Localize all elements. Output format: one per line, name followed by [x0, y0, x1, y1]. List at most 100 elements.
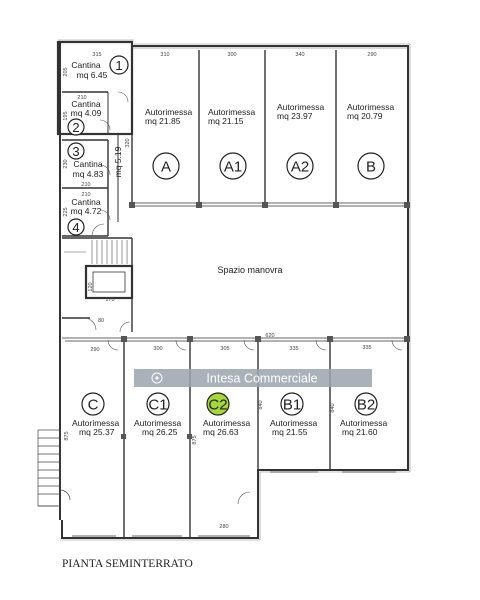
- watermark-text: Intesa Commerciale: [206, 372, 317, 386]
- cellar-4-area: mq 4.72: [71, 206, 102, 216]
- garage-b-name: Autorimessa: [347, 102, 395, 112]
- cellar-3-depth-dim: 230: [63, 159, 69, 168]
- garage-a-letter: A: [161, 159, 171, 176]
- garage-b2-depth: 840: [330, 403, 336, 412]
- garage-a-area: mq 21.85: [145, 116, 181, 126]
- watermark: Intesa Commerciale: [134, 369, 372, 387]
- garage-a-name: Autorimessa: [145, 107, 193, 117]
- cellar-4-depth-dim: 225: [63, 207, 69, 216]
- aisle-width-dim: 620: [265, 333, 274, 339]
- garage-c-name: Autorimessa: [72, 418, 120, 428]
- bottom-columns: [121, 336, 410, 439]
- stair-dimensions: 170 120 80: [88, 282, 115, 324]
- cellar-4-name: Cantina: [71, 197, 101, 207]
- cellar-2-area: mq 4.09: [71, 108, 102, 118]
- bottom-garage-widths: 290 300 305 335 335 620 280: [90, 333, 371, 530]
- stair-doors: [83, 317, 131, 333]
- garage-c2-name: Autorimessa: [203, 418, 251, 428]
- garage-c1-width: 300: [153, 346, 162, 352]
- garage-c-width: 290: [90, 347, 99, 353]
- garage-b2-width: 335: [362, 345, 371, 351]
- cellar-1-width-dim: 315: [92, 52, 101, 58]
- cellar-2-depth-dim: 195: [63, 111, 69, 120]
- bottom-door-arcs: [107, 339, 403, 505]
- cellar-2-name: Cantina: [71, 99, 101, 109]
- garage-c-circle: [81, 392, 105, 416]
- cellar-numbers: 1 2 3 4: [67, 55, 129, 236]
- garage-c2-circle: [206, 392, 230, 416]
- exterior-stair: [37, 429, 71, 507]
- garage-c2-width: 305: [220, 346, 229, 352]
- cellar-1-depth-dim: 205: [63, 67, 69, 76]
- garage-c1-letter: C1: [148, 397, 167, 414]
- garage-c2-letter: C2: [208, 397, 227, 414]
- thin-outer-lines: [58, 39, 411, 541]
- maneuver-area-label: Spazio manovra: [217, 265, 282, 275]
- garage-b1-width: 335: [289, 346, 298, 352]
- top-columns: [129, 202, 410, 208]
- cellar-1-name: Cantina: [71, 60, 101, 70]
- cellar-2-circle: [67, 118, 85, 136]
- garage-b1-name: Autorimessa: [270, 418, 318, 428]
- top-garage-labels: Autorimessa mq 21.85 Autorimessa mq 21.1…: [145, 102, 395, 126]
- top-garage-letters: A A1 A2 B: [152, 152, 385, 180]
- garage-c-area: mq 25.37: [79, 427, 115, 437]
- cellar-2-number: 2: [72, 120, 79, 135]
- cellar-4-width-dim: 210: [81, 192, 90, 198]
- garage-c2-area: mq 26.63: [203, 427, 239, 437]
- garage-b-width: 290: [367, 52, 376, 58]
- cellar-2-width-dim: 210: [77, 95, 86, 101]
- garage-b-letter: B: [366, 159, 376, 176]
- cellar-3-number: 3: [72, 144, 79, 159]
- watermark-logo-dot: [155, 376, 159, 380]
- corridor-area: mq 5.19: [113, 146, 123, 177]
- garage-a1-letter: A1: [224, 159, 242, 176]
- garage-b1-area: mq 21.55: [272, 427, 308, 437]
- cellar-1-circle: [109, 55, 129, 75]
- watermark-band: [134, 369, 372, 387]
- garage-c1-area: mq 26.25: [142, 427, 178, 437]
- garage-b1-circle: [280, 392, 304, 416]
- stair-width-dim: 170: [105, 297, 114, 303]
- garage-a2-letter: A2: [291, 159, 309, 176]
- cellar-3-circle: [67, 142, 85, 160]
- bottom-windows: [72, 471, 396, 537]
- garage-b-area: mq 20.79: [347, 111, 383, 121]
- garage-a-width: 310: [160, 52, 169, 58]
- stair-treads: [64, 240, 128, 264]
- garage-a1-area: mq 21.15: [208, 116, 244, 126]
- garage-a1-circle: [219, 152, 247, 180]
- bottom-garage-labels: Autorimessa mq 25.37 Autorimessa mq 26.2…: [72, 418, 388, 437]
- stair-landing-dim: 120: [88, 282, 94, 291]
- cellar-4-number: 4: [72, 220, 79, 235]
- garage-a2-name: Autorimessa: [277, 102, 325, 112]
- cellar-1-area: mq 6.45: [77, 70, 108, 80]
- garage-b2-name: Autorimessa: [340, 418, 388, 428]
- garage-b2-letter: B2: [357, 397, 375, 414]
- cellar-3-width-dim: 210: [81, 182, 90, 188]
- garage-a1-name: Autorimessa: [208, 107, 256, 117]
- garage-b1-letter: B1: [283, 397, 301, 414]
- cellar-4-circle: [67, 218, 85, 236]
- plan-title: PIANTA SEMINTERRATO: [62, 558, 193, 570]
- garage-c1-name: Autorimessa: [134, 418, 182, 428]
- watermark-logo-icon: [151, 372, 163, 384]
- garage-c-letter: C: [88, 397, 99, 414]
- garage-c2-depth: 875: [192, 435, 198, 444]
- cellar-labels: Cantina mq 6.45 Cantina mq 4.09 Cantina …: [71, 60, 108, 216]
- bottom-depths: 875 875 840 840: [64, 400, 336, 444]
- passage-dim: 80: [98, 318, 104, 324]
- corridor-length-dim: 320: [125, 138, 131, 147]
- garage-a2-width: 340: [295, 52, 304, 58]
- cellar-1-number: 1: [115, 58, 122, 73]
- garage-c-depth: 875: [64, 431, 70, 440]
- garage-b1-depth: 840: [258, 400, 264, 409]
- cellar-3-name: Cantina: [73, 159, 103, 169]
- top-garage-widths: 310 300 340 290: [160, 52, 376, 58]
- cellar-3-area: mq 4.83: [73, 169, 104, 179]
- cellar-doors: [91, 91, 129, 237]
- garage-b2-area: mq 21.60: [342, 427, 378, 437]
- cellar-dimensions: 315 205 210 195 210 230 210 225 320 mq 5…: [63, 52, 131, 217]
- garage-a2-circle: [286, 152, 314, 180]
